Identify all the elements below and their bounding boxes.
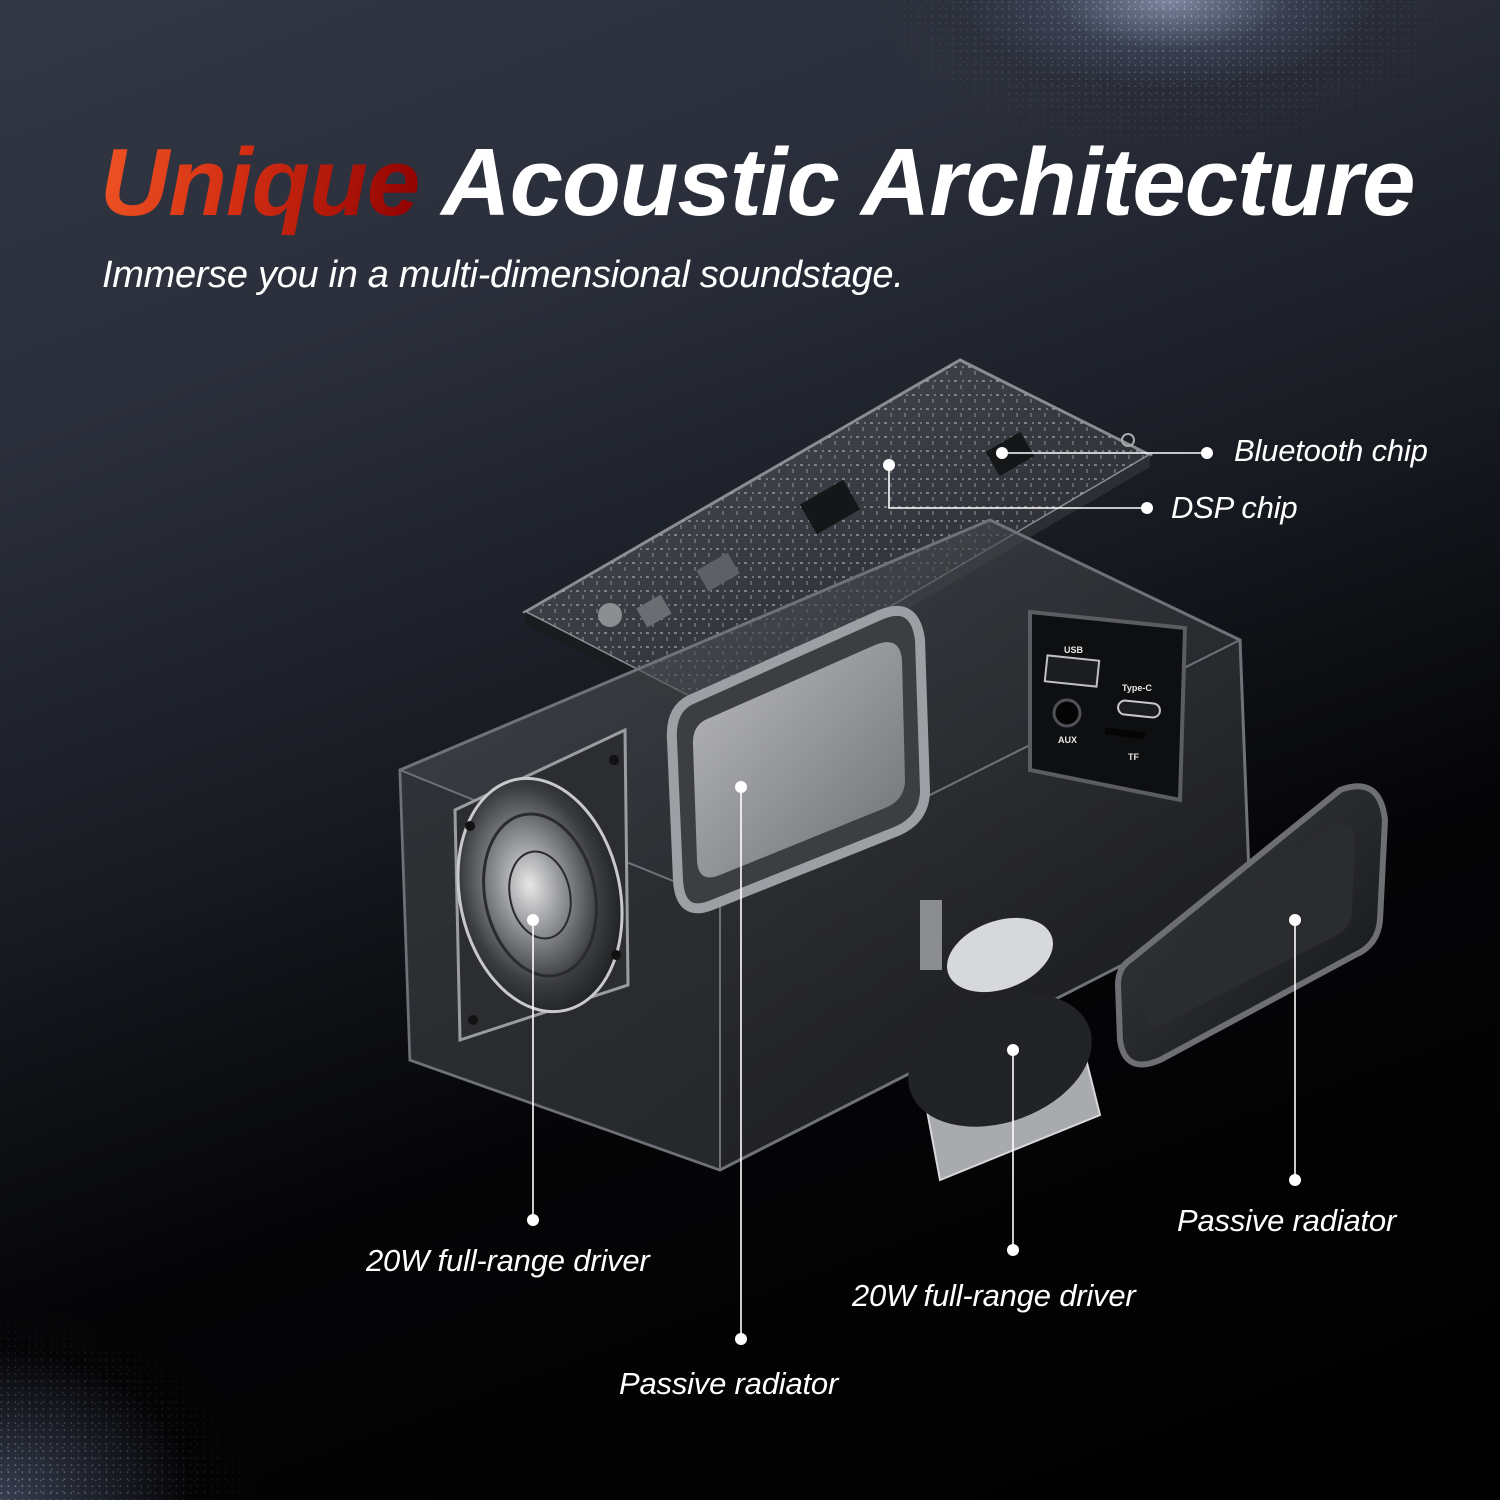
port-label-aux: AUX — [1058, 735, 1078, 745]
rear-passive-radiator — [1114, 783, 1389, 1068]
page-title: Unique Acoustic Architecture — [100, 128, 1415, 238]
callout-bluetooth-chip: Bluetooth chip — [1234, 433, 1428, 468]
callout-bottom-driver: 20W full-range driver — [852, 1278, 1136, 1313]
page-subtitle: Immerse you in a multi-dimensional sound… — [102, 254, 904, 296]
callout-dsp-chip: DSP chip — [1171, 490, 1298, 525]
title-accent: Unique — [100, 129, 420, 236]
title-rest: Acoustic Architecture — [419, 129, 1415, 236]
port-label-type-c: Type-C — [1122, 683, 1152, 693]
port-panel — [1028, 609, 1188, 803]
callout-lines — [527, 447, 1301, 1345]
callout-rear-radiator: Passive radiator — [1177, 1203, 1397, 1238]
front-passive-radiator — [666, 606, 931, 914]
port-label-tf: TF — [1128, 752, 1139, 762]
callout-front-radiator: Passive radiator — [619, 1366, 839, 1401]
port-label-usb: USB — [1064, 645, 1084, 655]
callout-left-driver: 20W full-range driver — [366, 1243, 650, 1278]
left-driver — [453, 727, 630, 1043]
